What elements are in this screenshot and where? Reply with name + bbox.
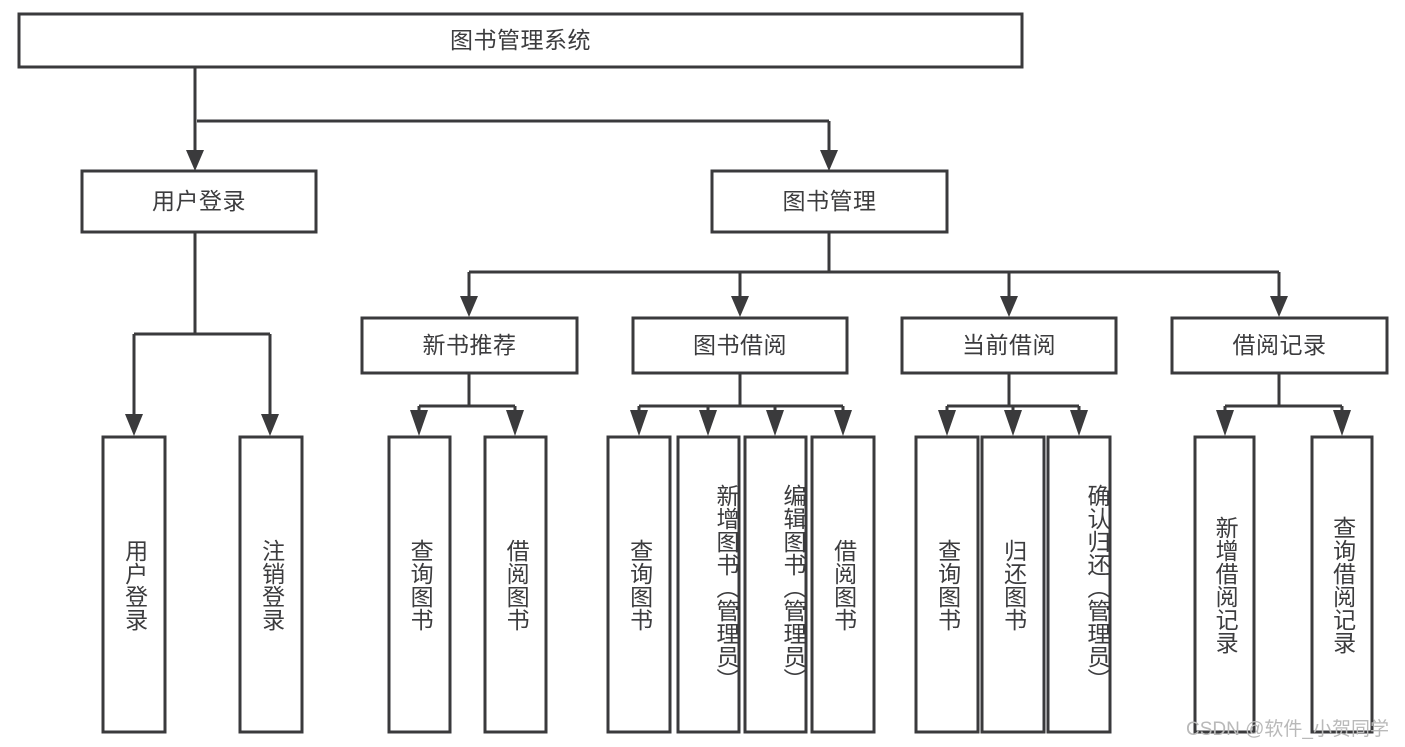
node-new-book-recommend[interactable]: [362, 318, 577, 373]
arrow-newbook-leaf-1: [410, 410, 428, 436]
node-box-leaf-current-confirm[interactable]: [1046, 435, 1112, 734]
node-box-root[interactable]: [17, 12, 1024, 69]
connector-group-borrow: [630, 373, 852, 436]
arrow-root-to-login: [186, 150, 204, 171]
arrow-records-leaf-1: [1216, 410, 1234, 436]
arrow-current-leaf-1: [938, 410, 956, 436]
connector-group-book-mgmt: [460, 232, 1288, 317]
node-book-management[interactable]: [712, 171, 947, 232]
node-borrow-records[interactable]: [1172, 318, 1387, 373]
node-box-leaf-newbook-borrow[interactable]: [483, 435, 548, 734]
arrow-bookmgmt-to-borrow: [731, 296, 749, 317]
node-box-leaf-current-query[interactable]: [914, 435, 980, 734]
node-root[interactable]: [19, 14, 1022, 67]
connector-group-records: [1216, 373, 1351, 436]
arrow-bookmgmt-to-current: [1000, 296, 1018, 317]
node-book-borrow[interactable]: [633, 318, 847, 373]
node-box-leaf-records-query[interactable]: [1310, 435, 1374, 734]
node-box-borrow-records[interactable]: [1170, 316, 1389, 375]
arrow-borrow-leaf-2: [699, 410, 717, 436]
node-box-book-management[interactable]: [710, 169, 949, 234]
node-box-leaf-user-login[interactable]: [101, 435, 167, 734]
arrow-records-leaf-2: [1333, 410, 1351, 436]
node-box-user-login[interactable]: [80, 169, 318, 234]
arrow-newbook-leaf-2: [506, 410, 524, 436]
node-box-leaf-borrow-do[interactable]: [810, 435, 876, 734]
connector-group-user-login: [125, 232, 279, 436]
node-box-leaf-borrow-edit[interactable]: [743, 435, 808, 734]
node-box-leaf-logout[interactable]: [238, 435, 304, 734]
node-box-leaf-borrow-query[interactable]: [606, 435, 672, 734]
node-current-borrow[interactable]: [902, 318, 1116, 373]
node-box-leaf-current-return[interactable]: [980, 435, 1046, 734]
node-box-current-borrow[interactable]: [900, 316, 1118, 375]
arrow-bookmgmt-to-newbook: [460, 296, 478, 317]
connector-group-root: [186, 67, 838, 171]
node-box-book-borrow[interactable]: [631, 316, 849, 375]
arrow-root-to-bookmgmt: [820, 150, 838, 171]
arrow-login-to-user-login: [125, 414, 143, 436]
node-box-leaf-borrow-add[interactable]: [676, 435, 741, 734]
connector-group-new-book: [410, 373, 524, 436]
connector-group-current: [938, 373, 1088, 436]
arrow-current-leaf-2: [1004, 410, 1022, 436]
node-box-new-book-recommend[interactable]: [360, 316, 579, 375]
arrow-current-leaf-3: [1070, 410, 1088, 436]
arrow-borrow-leaf-1: [630, 410, 648, 436]
arrow-borrow-leaf-3: [766, 410, 784, 436]
node-box-leaf-records-add[interactable]: [1193, 435, 1256, 734]
node-user-login[interactable]: [82, 171, 316, 232]
arrow-borrow-leaf-4: [834, 410, 852, 436]
arrow-bookmgmt-to-records: [1270, 296, 1288, 317]
arrow-login-to-logout: [261, 414, 279, 436]
node-box-leaf-newbook-query[interactable]: [387, 435, 452, 734]
